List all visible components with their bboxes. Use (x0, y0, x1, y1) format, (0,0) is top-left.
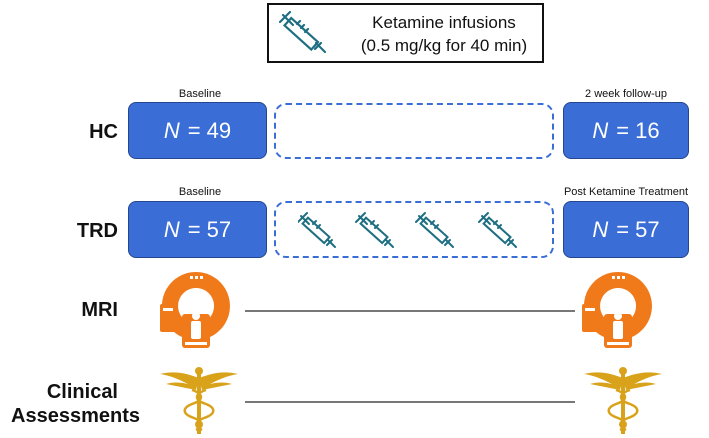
trd-row-label: TRD (76, 220, 118, 242)
hc-row-label: HC (89, 121, 118, 143)
trd-followup-caption: Post Ketamine Treatment (563, 186, 689, 198)
trd-followup-box: N = 57 (563, 201, 689, 258)
hc-baseline-n: = 49 (187, 117, 232, 143)
caduceus-icon (584, 367, 662, 434)
trd-infusion-interval (274, 201, 554, 258)
legend-dose: (0.5 mg/kg for 40 min) (360, 36, 528, 55)
hc-baseline-box: N = 49 (128, 102, 267, 159)
hc-followup-n: = 16 (616, 117, 660, 143)
legend-box: Ketamine infusions (0.5 mg/kg for 40 min… (267, 3, 544, 63)
legend-title: Ketamine infusions (372, 13, 516, 32)
n-symbol: N (163, 117, 180, 143)
infusion-syringes (298, 212, 517, 248)
mri-scanner-icon (582, 272, 652, 348)
syringe-icon (415, 212, 454, 248)
n-symbol: N (163, 216, 180, 242)
syringe-icon (298, 212, 336, 248)
clinical-row-label-line2: Assessments (11, 405, 140, 427)
trd-baseline-n: = 57 (187, 216, 232, 242)
hc-followup-box: N = 16 (563, 102, 689, 159)
syringe-icon (355, 212, 394, 248)
hc-followup-caption: 2 week follow-up (585, 88, 667, 100)
trd-baseline-box: N = 57 (128, 201, 267, 258)
clinical-timeline-line (245, 401, 575, 403)
trd-baseline-caption: Baseline (178, 186, 222, 198)
hc-no-infusion-interval (274, 103, 554, 159)
clinical-row-label-line1: Clinical (46, 381, 118, 403)
n-symbol: N (592, 117, 609, 143)
syringe-icon (279, 11, 327, 54)
mri-row-label: MRI (81, 299, 118, 321)
n-symbol: N (592, 216, 609, 242)
mri-timeline-line (245, 310, 575, 312)
syringe-icon (478, 212, 517, 248)
trd-followup-n: = 57 (616, 216, 660, 242)
mri-scanner-icon (160, 272, 230, 348)
hc-baseline-caption: Baseline (178, 88, 222, 100)
caduceus-icon (160, 367, 238, 434)
